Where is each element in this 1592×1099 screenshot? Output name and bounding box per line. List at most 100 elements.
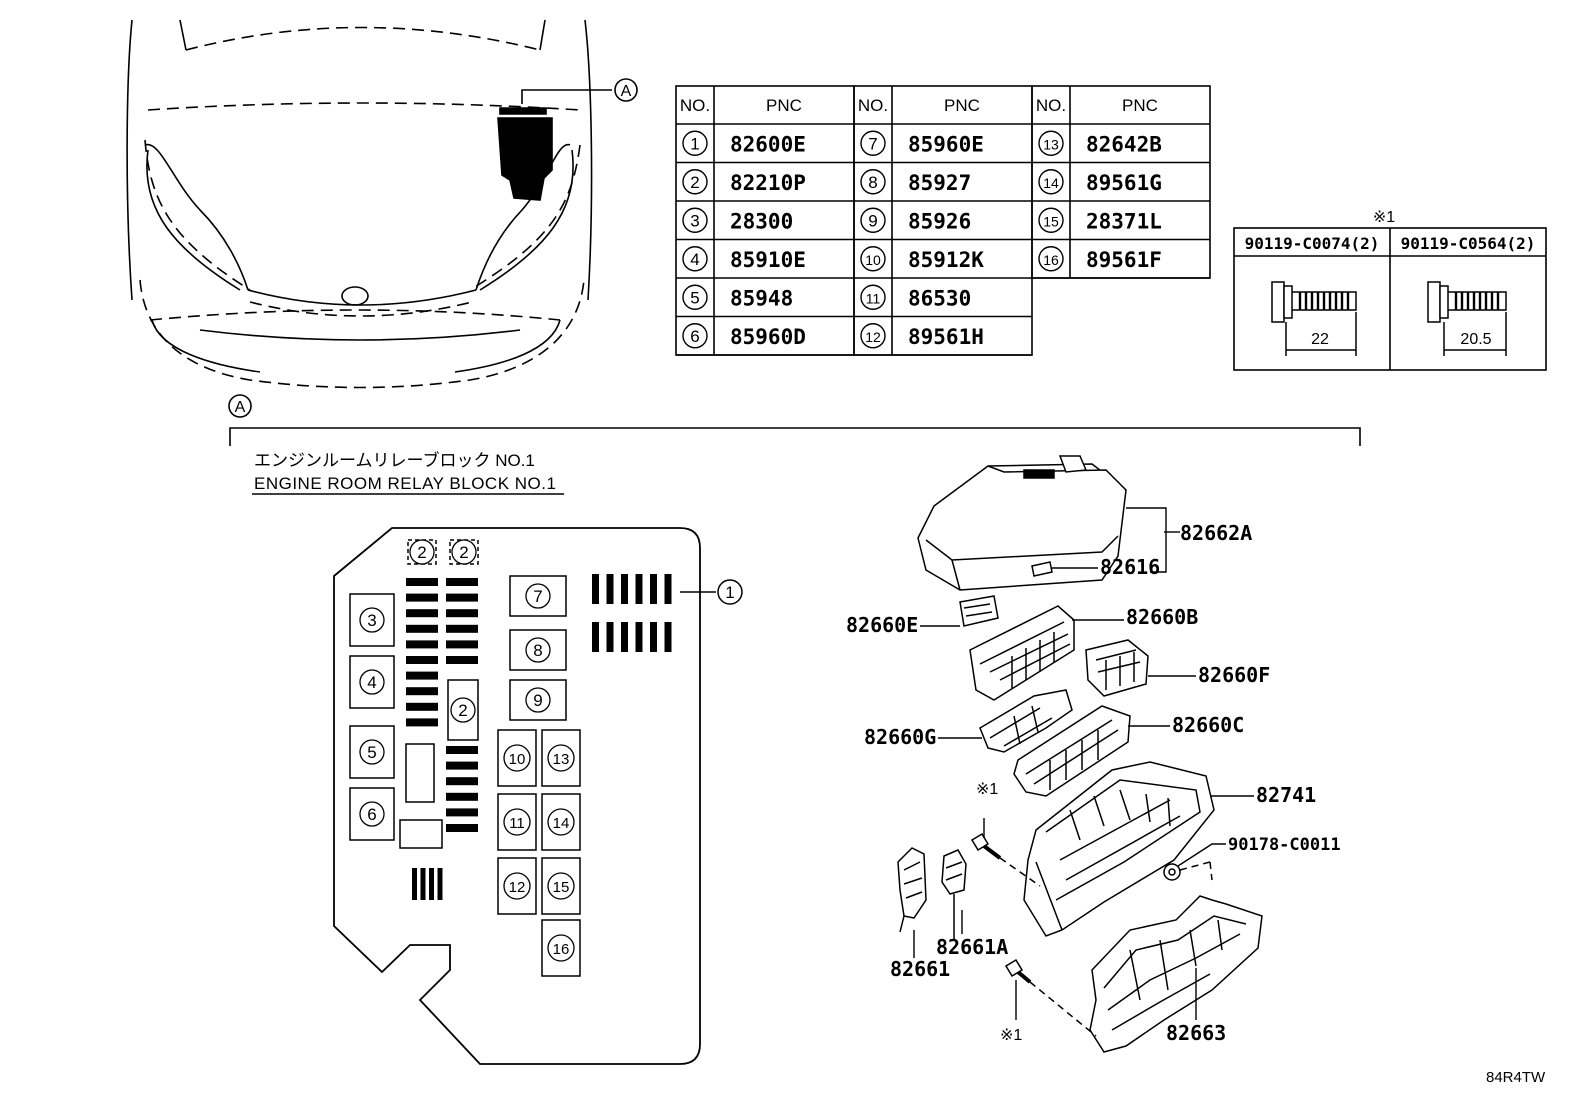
row-pnc: 85927 — [908, 171, 971, 195]
exploded-view — [897, 455, 1263, 1053]
row-pnc: 85960D — [730, 325, 806, 349]
callout-a-top: A — [614, 78, 638, 102]
row-number: 8 — [868, 173, 877, 192]
label-82660f: 82660F — [1198, 663, 1270, 687]
cell-number: 2 — [417, 543, 426, 562]
cell-number: 8 — [533, 641, 542, 660]
label-82660e: 82660E — [846, 613, 918, 637]
cell-number-circle — [525, 637, 551, 663]
row-number: 6 — [690, 327, 699, 346]
cell-number-circle — [359, 607, 385, 633]
fuse-bar — [412, 868, 417, 900]
cell-number: 12 — [509, 879, 526, 896]
row-pnc: 86530 — [908, 286, 971, 310]
callout-1 — [717, 579, 743, 605]
callout-a-top-label: A — [621, 83, 632, 100]
fuse-bar — [650, 574, 657, 604]
fuse-bar — [606, 574, 614, 604]
tag-82616 — [1031, 561, 1053, 577]
row-pnc: 85948 — [730, 286, 793, 310]
relay-block-layout — [333, 527, 701, 1065]
title-english: ENGINE ROOM RELAY BLOCK NO.1 — [254, 474, 556, 493]
fuse-bar — [406, 609, 438, 618]
label-82741: 82741 — [1256, 783, 1316, 807]
cell-number: 2 — [458, 701, 467, 720]
fuse-bar — [446, 578, 478, 586]
row-number: 5 — [690, 288, 699, 307]
row-pnc: 85960E — [908, 132, 984, 156]
cell-number-circle — [547, 872, 575, 900]
connector-82660g — [979, 689, 1073, 753]
table-header-no: NO. — [858, 96, 888, 115]
connector-82660c — [1013, 705, 1131, 797]
fuse-bar — [446, 777, 478, 786]
bolt-table: ※1 90119-C0074(2) 90119-C0564(2) 22 20.5 — [1233, 209, 1547, 371]
row-number: 1 — [690, 134, 699, 153]
fuse-bar — [406, 687, 438, 696]
empty-slot — [405, 743, 435, 803]
leader-lines — [680, 507, 1254, 1020]
row-number-circle — [860, 323, 886, 349]
cell-number: 5 — [367, 743, 376, 762]
bolt-icon — [1271, 281, 1357, 356]
fuse-bar — [621, 622, 628, 652]
row-pnc: 82210P — [730, 171, 806, 195]
row-pnc: 85912K — [908, 248, 984, 272]
fuse-bar — [446, 746, 478, 754]
cell-number-circle — [409, 539, 435, 565]
fuse-bar — [446, 640, 478, 649]
cell-number: 14 — [553, 815, 570, 832]
fuse-bar — [664, 574, 672, 604]
fuse-bar — [406, 671, 438, 680]
cell-number-circle — [525, 583, 551, 609]
fuse-bar — [606, 622, 614, 652]
cell-number: 13 — [553, 751, 570, 768]
fuse-bar — [429, 868, 434, 900]
row-number-circle — [682, 246, 708, 272]
cell-number: 10 — [509, 751, 526, 768]
cell-number-circle — [503, 808, 531, 836]
label-bolt-mark-bottom: ※1 — [1000, 1027, 1022, 1044]
cell-number-circle — [503, 744, 531, 772]
table-header-pnc: PNC — [944, 96, 980, 115]
fuse-bar — [446, 593, 478, 602]
table-header-no: NO. — [680, 96, 710, 115]
bolt-note-mark: ※1 — [1373, 209, 1395, 226]
fuse-bar — [592, 574, 599, 604]
cell-number-circle — [525, 687, 551, 713]
table-header-no: NO. — [1036, 96, 1066, 115]
row-number-circle — [682, 169, 708, 195]
row-pnc: 85926 — [908, 209, 971, 233]
fuse-bar — [635, 622, 643, 652]
label-82661a: 82661A — [936, 935, 1008, 959]
row-number: 11 — [866, 290, 881, 306]
fuse-bar — [406, 578, 438, 586]
fuse-bar — [406, 718, 438, 727]
fuse-bar — [406, 702, 438, 711]
fuse-bar — [650, 622, 657, 652]
lower-cover-82663 — [1089, 895, 1263, 1053]
row-pnc: 82600E — [730, 132, 806, 156]
cell-number: 16 — [553, 941, 570, 958]
fuse-bar — [664, 622, 672, 652]
label-82660g: 82660G — [864, 725, 936, 749]
bolt-icon — [1427, 281, 1507, 356]
table-header-pnc: PNC — [766, 96, 802, 115]
cell-number: 3 — [367, 611, 376, 630]
row-number: 3 — [690, 211, 699, 230]
fuse-bar — [635, 574, 643, 604]
callout-a-section-label: A — [235, 399, 246, 416]
row-number-circle — [1038, 246, 1064, 272]
row-pnc: 89561H — [908, 325, 984, 349]
row-number-circle — [860, 284, 886, 310]
bolt-part-1: 90119-C0074(2) — [1245, 234, 1380, 253]
label-82663: 82663 — [1166, 1021, 1226, 1045]
fuse-bar — [406, 640, 438, 649]
row-number-circle — [682, 207, 708, 233]
connector-82660f — [1085, 639, 1149, 697]
cell-number-circle — [359, 669, 385, 695]
row-number-circle — [860, 246, 886, 272]
fuse-bar — [446, 624, 478, 633]
cover-82662a — [917, 455, 1127, 591]
row-pnc: 89561G — [1086, 171, 1162, 195]
